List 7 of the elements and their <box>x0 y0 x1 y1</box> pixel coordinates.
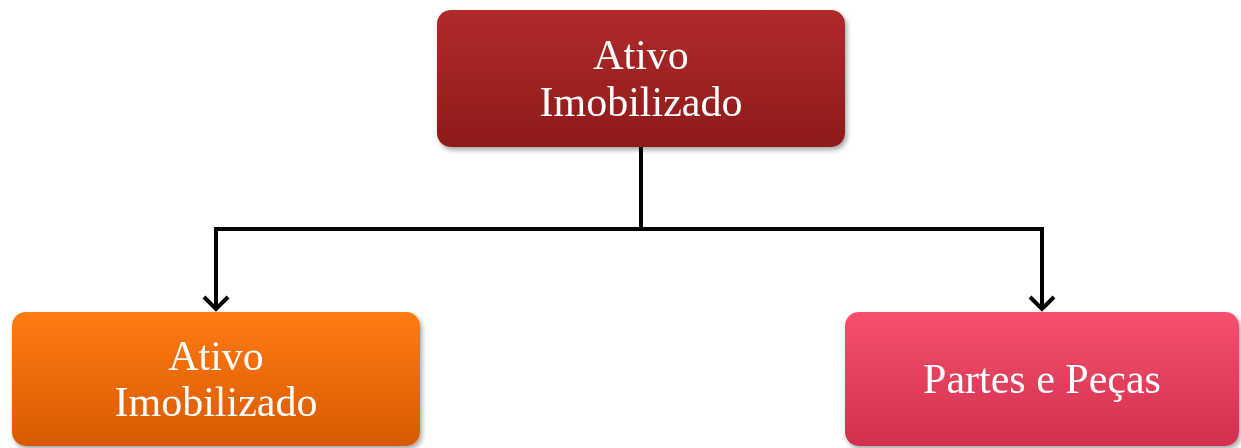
process-box <box>12 312 420 446</box>
process-box <box>437 10 845 147</box>
process-box <box>845 312 1239 446</box>
connector-arrow <box>639 147 1056 311</box>
box-label: Partes e Peças <box>923 355 1161 403</box>
box-label: Ativo Imobilizado <box>113 332 319 426</box>
box-label: Ativo Imobilizado <box>538 32 744 125</box>
